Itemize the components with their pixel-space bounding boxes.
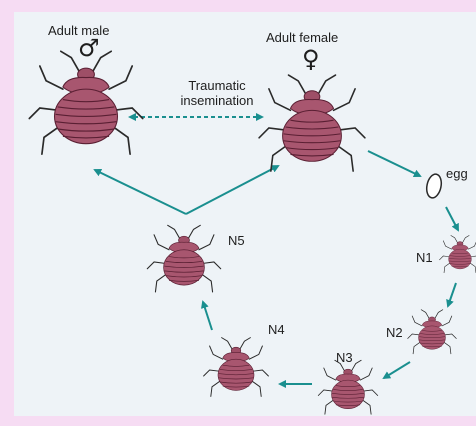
adult-female-bug [259, 75, 365, 171]
n1-label: N1 [416, 250, 433, 265]
male-symbol-icon: ♂ [78, 36, 100, 60]
arrow-n5-to-female [186, 166, 278, 214]
adult-male-bug [29, 51, 142, 154]
mating-label-line1: Traumatic [162, 78, 272, 93]
nymph-n2-bug [408, 310, 457, 354]
n5-label: N5 [228, 233, 245, 248]
n4-label: N4 [268, 322, 285, 337]
adult-female-label: Adult female [266, 30, 338, 45]
nymph-n3-bug [318, 360, 377, 414]
n2-label: N2 [386, 325, 403, 340]
n3-label: N3 [336, 350, 353, 365]
arrows [95, 117, 458, 384]
nymph-n4-bug [204, 338, 269, 397]
nymph-n5-bug [147, 225, 220, 292]
egg-shape [425, 173, 444, 199]
mating-label-line2: insemination [162, 93, 272, 108]
arrow-n4-to-n5 [203, 302, 212, 330]
arrow-n5-to-male [95, 170, 186, 214]
nymph-n1-bug [439, 235, 476, 272]
female-symbol-icon: ♀ [302, 47, 320, 71]
arrow-female-to-egg [368, 151, 420, 176]
arrow-n2-to-n3 [384, 362, 410, 378]
arrow-n1-to-n2 [448, 283, 456, 306]
arrow-egg-to-n1 [446, 207, 458, 230]
egg-label: egg [446, 166, 468, 181]
